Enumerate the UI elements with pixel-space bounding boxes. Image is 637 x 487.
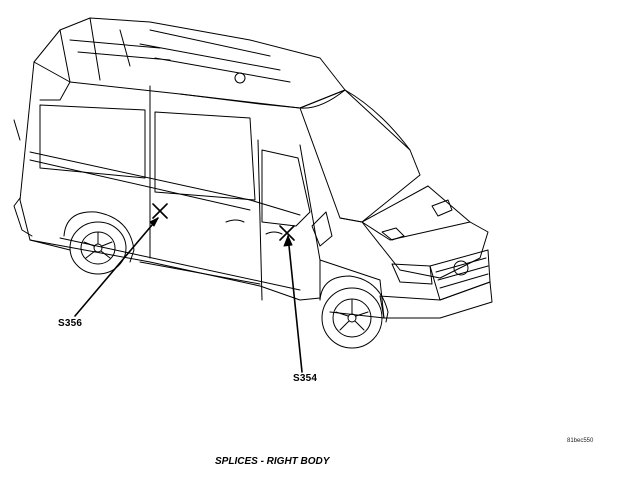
leader-line-s356: [74, 217, 159, 317]
figure-caption: SPLICES - RIGHT BODY: [215, 456, 330, 467]
callout-label-s356: S356: [58, 318, 83, 329]
leader-arrow-s356: [149, 217, 159, 227]
splice-x-icon: [279, 225, 295, 241]
splice-x-icon: [152, 203, 168, 219]
figure-code: 81bec550: [567, 438, 594, 444]
leader-line-s354: [287, 235, 303, 373]
van-outline-icon: [13, 17, 493, 319]
callout-label-s354: S354: [293, 373, 318, 384]
rear-wheel-icon: [63, 211, 135, 275]
leader-arrow-s354: [283, 235, 293, 247]
front-wheel-icon: [319, 275, 389, 349]
